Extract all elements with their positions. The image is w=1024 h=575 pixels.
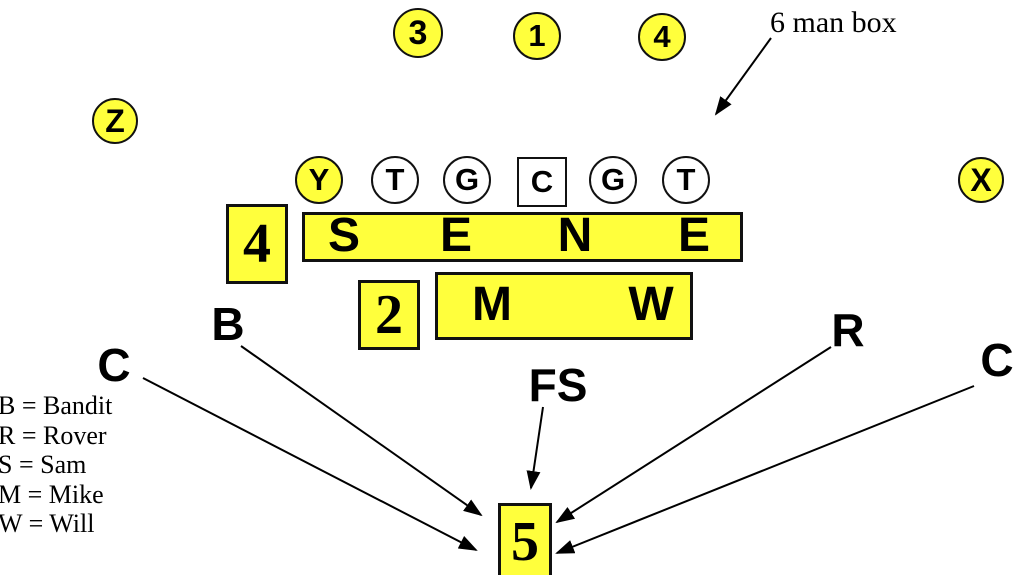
legend-will: W = Will — [0, 509, 95, 538]
mike-label: M — [472, 278, 512, 332]
linebacker-bar: M W — [435, 272, 693, 340]
count-box-5: 5 — [498, 503, 552, 575]
count-2-label: 2 — [375, 284, 403, 346]
right-guard: G — [589, 156, 637, 204]
bandit-label: B — [211, 298, 245, 350]
sam-label: S — [327, 209, 361, 263]
rover-label: R — [831, 304, 865, 356]
count-5-label: 5 — [511, 511, 539, 573]
left-guard: G — [443, 156, 491, 204]
center: C — [517, 157, 567, 207]
corner-left-arrow — [142, 377, 478, 551]
end-left-label: E — [439, 209, 473, 263]
free-safety-label: FS — [528, 359, 588, 411]
right-tackle: T — [662, 156, 710, 204]
legend-bandit: B = Bandit — [0, 391, 113, 420]
receiver-z: Z — [92, 98, 138, 144]
nose-label: N — [557, 209, 593, 263]
tight-end-y: Y — [295, 156, 343, 204]
legend-rover: R = Rover — [0, 420, 107, 450]
corner-right-label: C — [980, 334, 1014, 386]
will-label: W — [628, 278, 674, 332]
left-tackle: T — [371, 156, 419, 204]
defensive-front-bar: S E N E — [302, 212, 743, 262]
legend-sam: S = Sam — [0, 450, 87, 479]
rover-arrow — [555, 346, 832, 524]
count-box-2: 2 — [358, 280, 420, 350]
legend-mike: M = Mike — [0, 479, 104, 509]
six-man-box-arrow — [714, 37, 772, 116]
count-4-label: 4 — [243, 213, 271, 275]
quarterback-1: 1 — [513, 12, 561, 60]
backfield-player-4: 4 — [638, 13, 686, 61]
corner-right-arrow — [555, 385, 975, 554]
end-right-label: E — [677, 209, 711, 263]
legend: B = Bandit R = Rover S = Sam M = Mike W … — [0, 391, 112, 539]
receiver-x: X — [958, 157, 1004, 203]
backfield-player-3: 3 — [393, 8, 443, 58]
count-box-4: 4 — [226, 204, 288, 284]
corner-left-label: C — [97, 339, 131, 391]
free-safety-arrow — [526, 406, 544, 490]
six-man-box-note: 6 man box — [770, 6, 897, 39]
bandit-blitz-arrow — [240, 345, 483, 517]
